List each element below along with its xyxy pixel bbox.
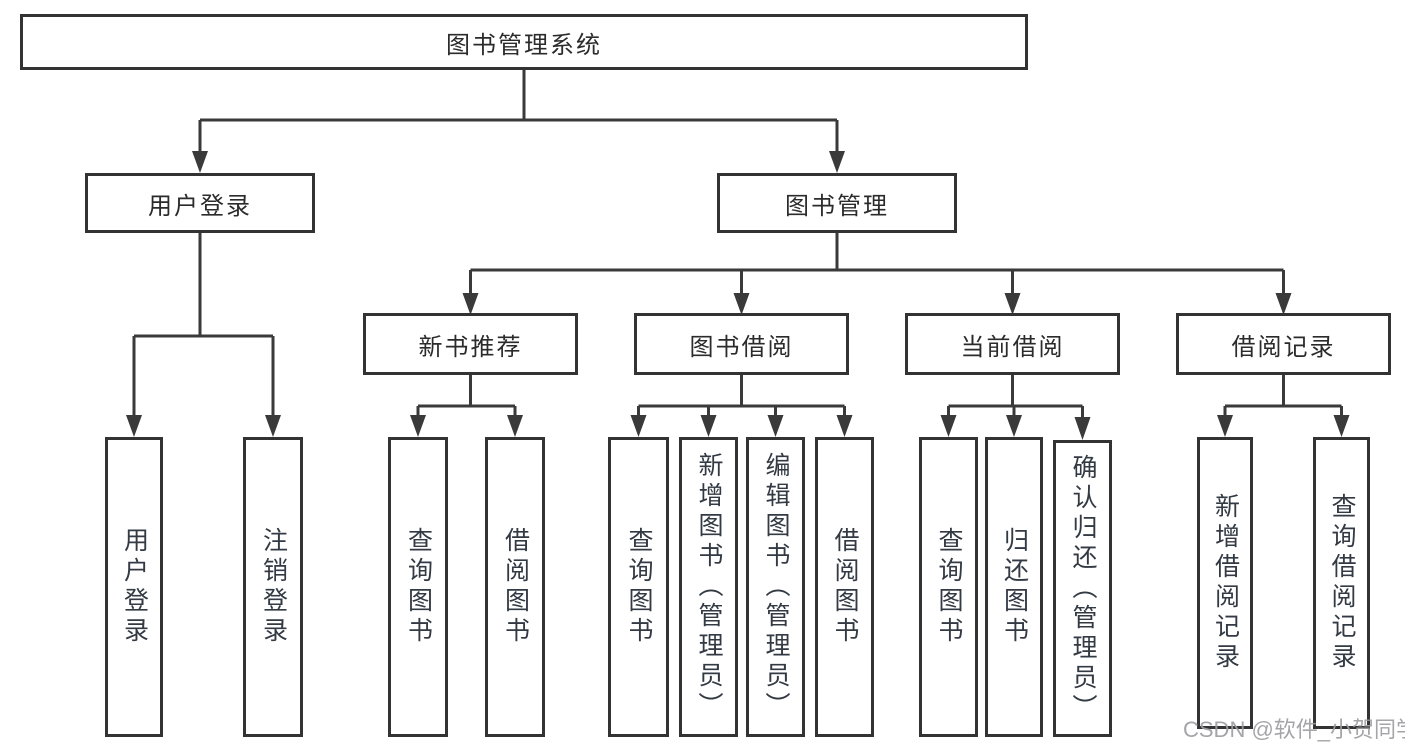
leaf-label: 查询借阅记录 xyxy=(1328,493,1356,673)
leaf-bb-edit-books-admin: 编辑图书（管理员） xyxy=(746,437,805,737)
leaf-nb-borrow-books: 借阅图书 xyxy=(485,437,545,737)
leaf-br-query-borrow-record: 查询借阅记录 xyxy=(1313,437,1370,729)
leaf-cb-return-books: 归还图书 xyxy=(985,437,1043,737)
leaf-cb-query-books: 查询图书 xyxy=(919,437,978,737)
leaf-label: 查询图书 xyxy=(935,527,963,647)
leaf-user-login: 用户登录 xyxy=(105,437,163,737)
node-library-management-system: 图书管理系统 xyxy=(20,14,1028,70)
node-user-login: 用户登录 xyxy=(85,173,315,233)
leaf-cb-confirm-return-admin: 确认归还（管理员） xyxy=(1053,440,1112,737)
leaf-label: 查询图书 xyxy=(625,527,653,647)
csdn-watermark: CSDN @软件_小贺同学 xyxy=(1183,717,1405,742)
leaf-label: 确认归还（管理员） xyxy=(1069,453,1097,724)
node-new-book-recommendation: 新书推荐 xyxy=(363,313,578,375)
leaf-label: 编辑图书（管理员） xyxy=(762,452,790,722)
leaf-label: 归还图书 xyxy=(1000,527,1029,647)
leaf-bb-borrow-books: 借阅图书 xyxy=(815,437,874,737)
leaf-nb-query-books: 查询图书 xyxy=(388,437,448,737)
leaf-logout: 注销登录 xyxy=(243,437,303,737)
node-book-borrowing: 图书借阅 xyxy=(634,313,849,375)
leaf-label: 借阅图书 xyxy=(501,527,530,647)
leaf-label: 用户登录 xyxy=(120,527,149,647)
leaf-label: 查询图书 xyxy=(404,527,433,647)
node-borrowing-records: 借阅记录 xyxy=(1176,313,1391,375)
leaf-label: 新增图书（管理员） xyxy=(695,452,723,722)
leaf-bb-query-books: 查询图书 xyxy=(608,437,669,737)
leaf-label: 借阅图书 xyxy=(831,527,859,647)
leaf-bb-add-books-admin: 新增图书（管理员） xyxy=(679,437,738,737)
leaf-label: 新增借阅记录 xyxy=(1211,493,1240,673)
node-book-management: 图书管理 xyxy=(717,173,957,233)
node-current-borrowing: 当前借阅 xyxy=(905,313,1120,375)
leaf-br-add-borrow-record: 新增借阅记录 xyxy=(1197,437,1253,729)
arrowheads xyxy=(126,151,1350,440)
leaf-label: 注销登录 xyxy=(259,527,288,647)
